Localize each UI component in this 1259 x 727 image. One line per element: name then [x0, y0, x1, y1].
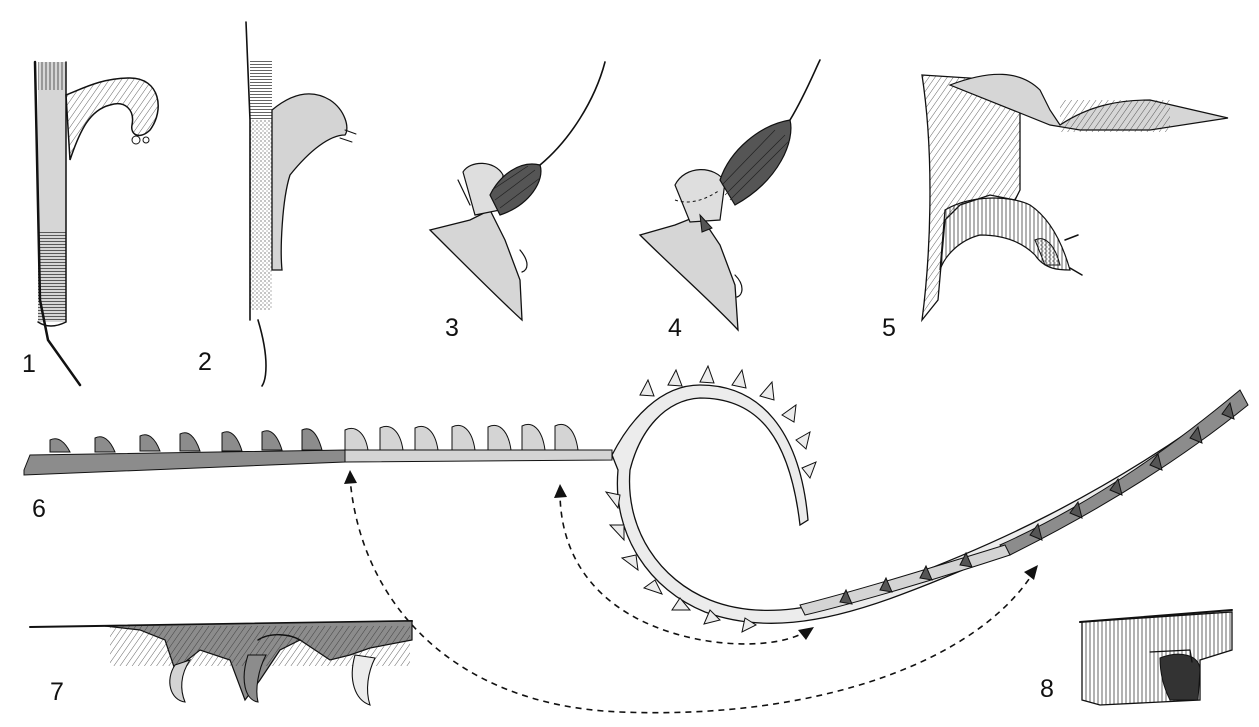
fig6-teeth-mid	[344, 424, 579, 451]
fig3-drawing	[428, 61, 606, 322]
fig8-drawing	[1079, 609, 1233, 706]
fig6-right-teeth	[839, 401, 1235, 605]
fig2-label: 2	[198, 348, 212, 376]
fig6-arrow-outer	[349, 477, 1036, 714]
fig6-coil	[611, 384, 1246, 624]
fig6-coil-teeth	[604, 364, 817, 633]
fig6-drawing	[23, 364, 1249, 714]
fig4-drawing	[638, 59, 821, 332]
fig5-label: 5	[882, 314, 896, 342]
fig2-drawing	[245, 21, 357, 387]
fig6-label: 6	[32, 495, 46, 523]
fig4-label: 4	[668, 314, 682, 342]
fig1-drawing	[33, 60, 159, 387]
fig5-drawing	[921, 73, 1229, 323]
fig8-label: 8	[1040, 675, 1054, 703]
fig6-teeth-left	[49, 428, 323, 453]
fig7-drawing	[29, 620, 413, 706]
fig3-label: 3	[445, 314, 459, 342]
fig6-arrow-inner	[559, 491, 809, 645]
fig7-label: 7	[50, 678, 64, 706]
fig1-label: 1	[22, 350, 36, 378]
